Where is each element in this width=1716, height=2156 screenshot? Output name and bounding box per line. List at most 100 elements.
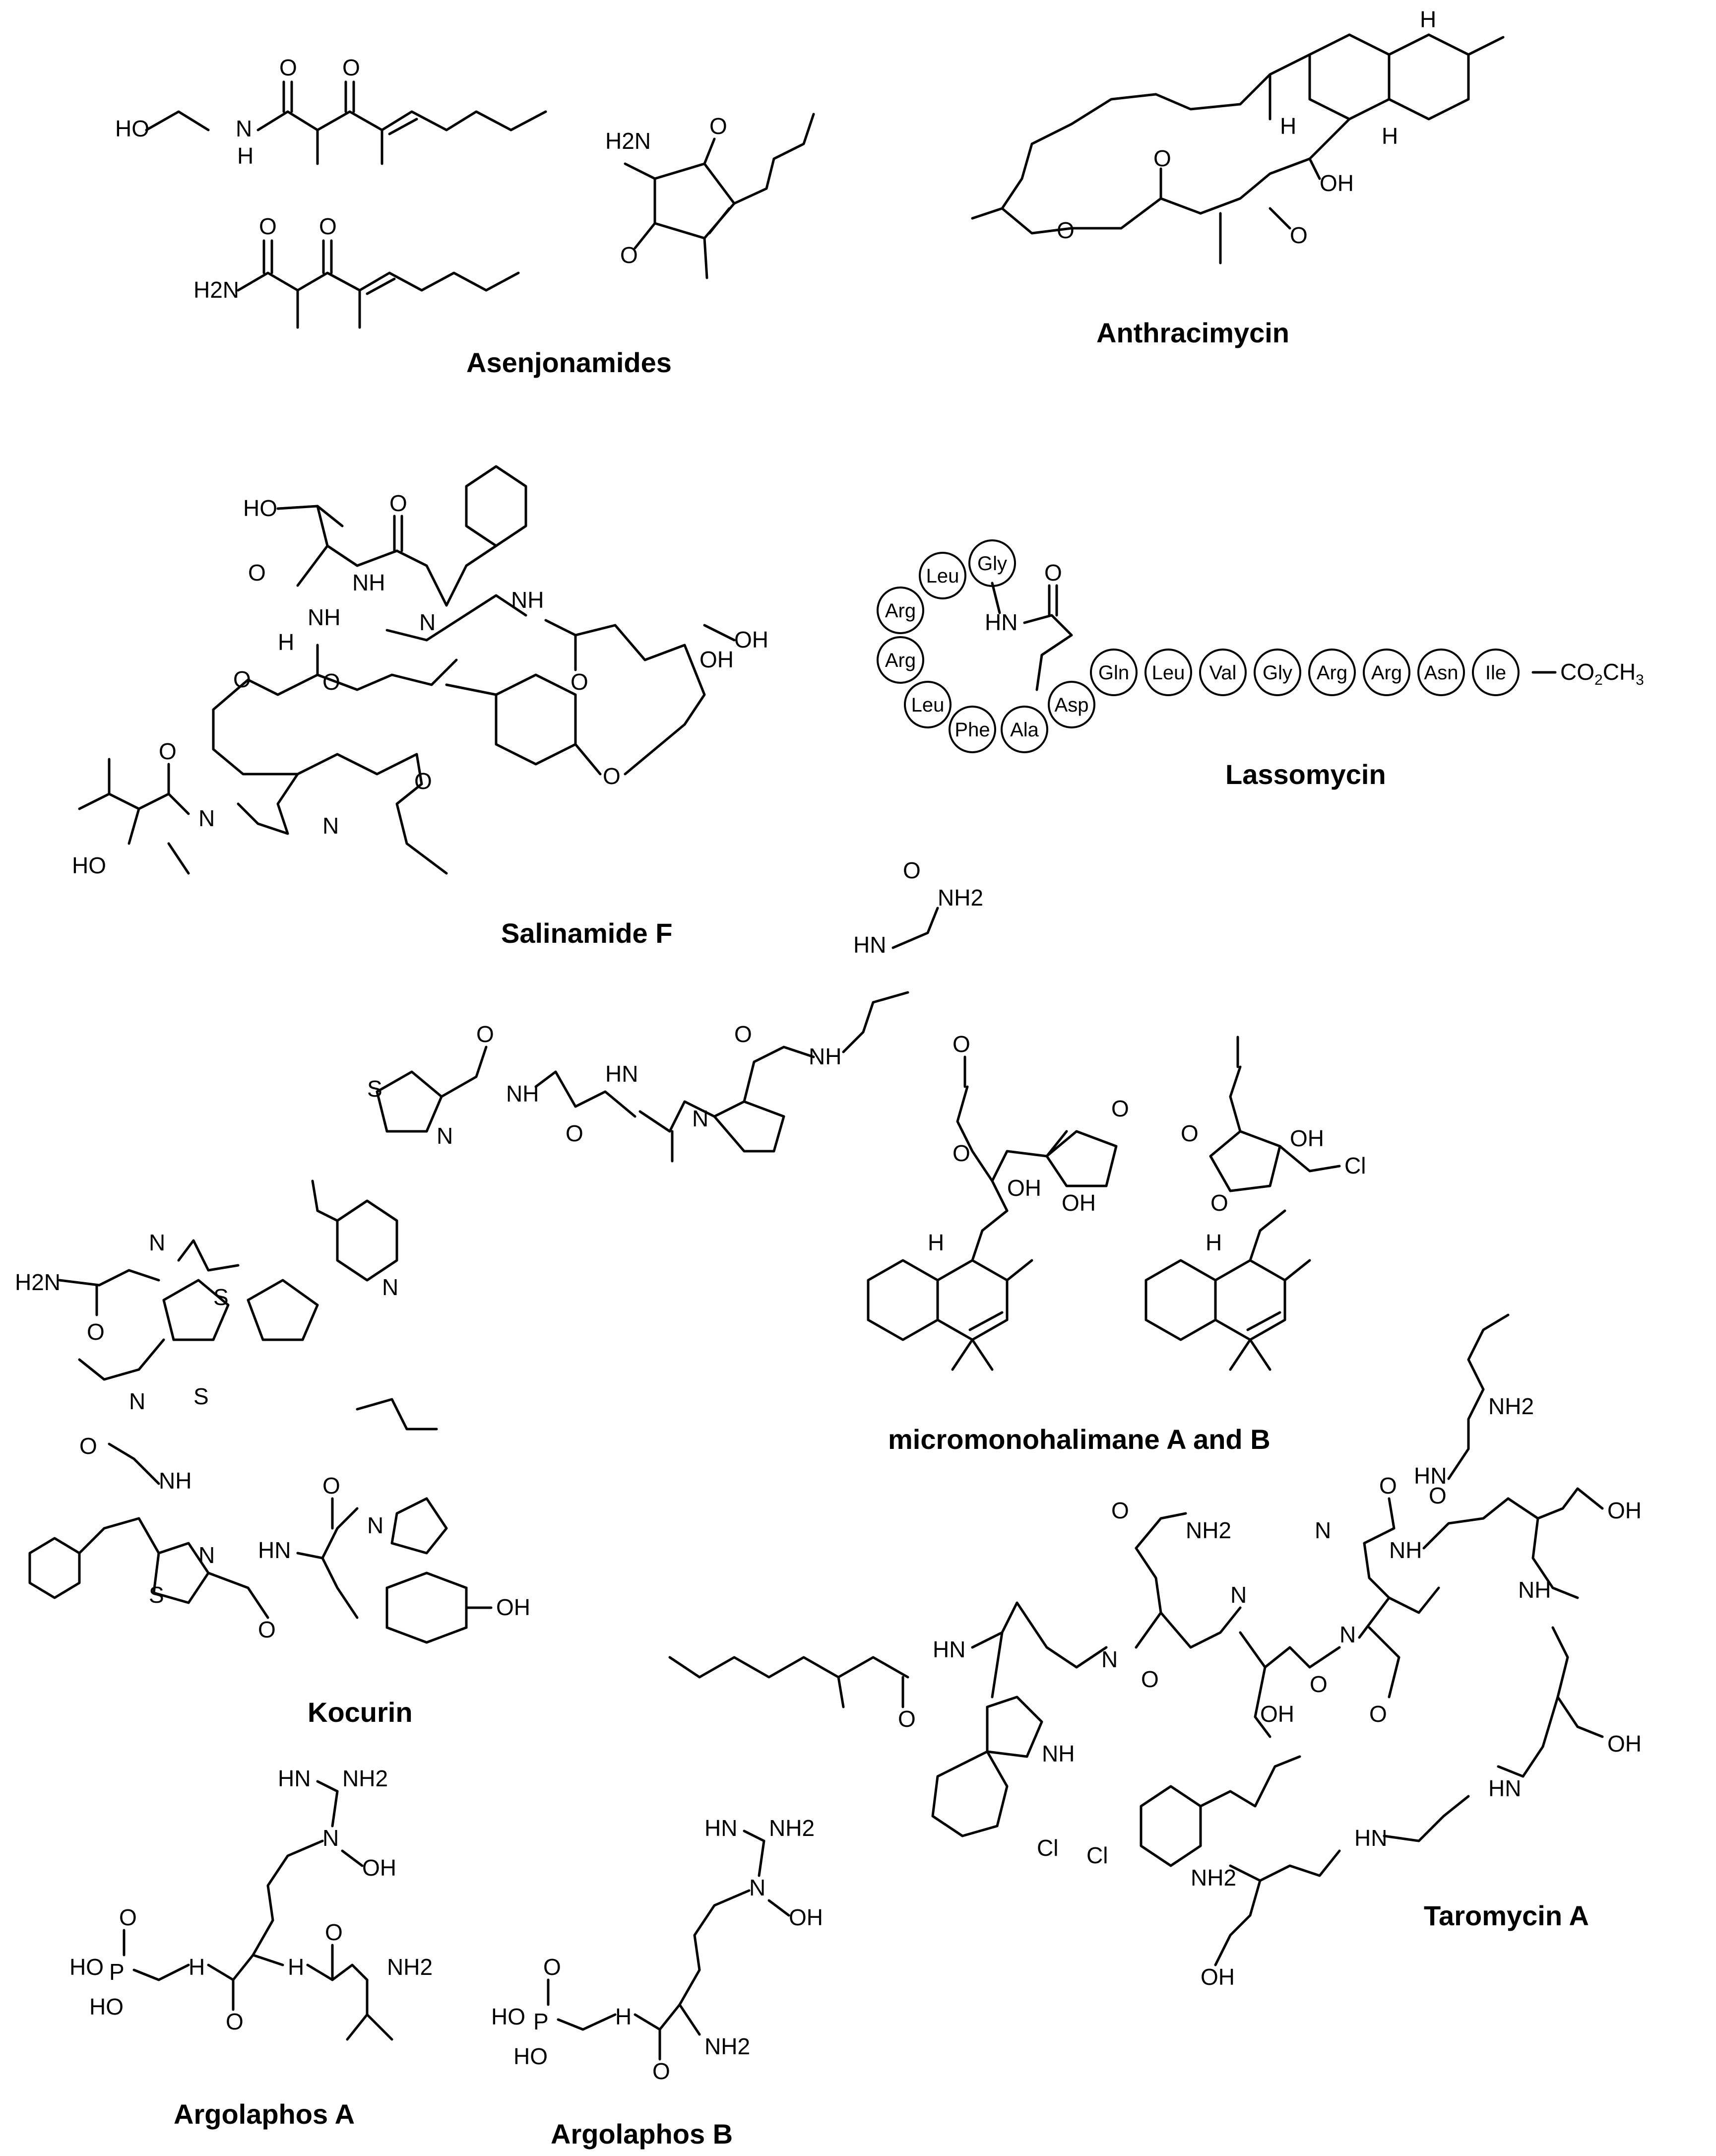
argolaphos-a-structure: HN NH2 N OH HO P O HO H O H O NH2 bbox=[69, 1765, 433, 2041]
asenjonamide-structure-3: H2N O O bbox=[605, 113, 815, 279]
atom-label: N bbox=[749, 1875, 765, 1900]
atom-label: O bbox=[258, 1617, 276, 1642]
lassomycin-tail-residue-label: Leu bbox=[1152, 662, 1185, 684]
lassomycin-tail-residue-label: Gly bbox=[1263, 662, 1292, 684]
atom-label: P bbox=[533, 2009, 549, 2034]
atom-label: HN bbox=[605, 1061, 638, 1087]
lassomycin-tail-residue-circle bbox=[1472, 649, 1520, 696]
lassomycin-ring-residue-circle bbox=[949, 706, 996, 753]
atom-label: O bbox=[709, 113, 727, 139]
lassomycin-terminal: CO2CH3 bbox=[1560, 659, 1644, 688]
lassomycin-ring-residue-label: Arg bbox=[885, 650, 916, 671]
atom-label: O bbox=[87, 1319, 105, 1345]
lassomycin-ring-residue-circle bbox=[877, 587, 924, 634]
atom-label: H bbox=[1206, 1230, 1222, 1255]
atom-label: N bbox=[367, 1512, 383, 1538]
atom-label: OH bbox=[1062, 1190, 1096, 1216]
atom-label: O bbox=[476, 1021, 494, 1047]
atom-label: O bbox=[1429, 1483, 1447, 1508]
atom-label: P bbox=[109, 1959, 125, 1985]
atom-label: HO bbox=[243, 495, 277, 521]
atom-label: S bbox=[149, 1582, 164, 1608]
atom-label: O bbox=[543, 1954, 561, 1980]
atom-label: O bbox=[620, 242, 638, 268]
atom-label: OH bbox=[1007, 1175, 1041, 1201]
caption-asenjonamides: Asenjonamides bbox=[466, 347, 672, 378]
atom-label: H bbox=[615, 2004, 632, 2029]
lassomycin-ring-residue-circle bbox=[877, 636, 924, 684]
atom-label: O bbox=[1111, 1096, 1129, 1121]
kocurin-structure: S N O NH O HN N O NH HN O NH2 N S N S N … bbox=[15, 857, 983, 1644]
atom-label: N bbox=[382, 1274, 398, 1300]
atom-label: OH bbox=[496, 1594, 530, 1620]
atom-label: Cl bbox=[1037, 1835, 1058, 1861]
atom-label: S bbox=[367, 1076, 382, 1102]
atom-label: OH bbox=[699, 647, 734, 672]
atom-label: O bbox=[1379, 1473, 1397, 1499]
atom-label: HN bbox=[258, 1537, 291, 1563]
atom-label: OH bbox=[789, 1904, 823, 1930]
atom-label: HO bbox=[72, 852, 106, 878]
atom-label: NH2 bbox=[704, 2033, 750, 2059]
atom-label: S bbox=[193, 1383, 209, 1409]
micromonohalimane-b-structure: H O O OH Cl bbox=[1144, 1036, 1366, 1371]
atom-label: N bbox=[322, 813, 339, 839]
atom-label: HN bbox=[1354, 1825, 1387, 1851]
atom-label: O bbox=[414, 768, 432, 794]
atom-label: HO bbox=[89, 1994, 124, 2020]
atom-label: O bbox=[159, 738, 177, 764]
atom-label: O bbox=[566, 1120, 583, 1146]
lassomycin-ring-residue-circle bbox=[1048, 681, 1095, 728]
atom-label: OH bbox=[1290, 1125, 1324, 1151]
atom-label: HO bbox=[115, 116, 149, 141]
caption-kocurin: Kocurin bbox=[308, 1697, 413, 1728]
lassomycin-tail-residue-label: Arg bbox=[1371, 662, 1402, 684]
atom-label: O bbox=[953, 1031, 970, 1057]
lassomycin-tail-residue-circle bbox=[1308, 649, 1356, 696]
atom-label: NH bbox=[506, 1081, 539, 1107]
atom-label: O bbox=[279, 55, 297, 80]
atom-label: O bbox=[322, 1473, 340, 1499]
atom-label: OH bbox=[1201, 1964, 1235, 1990]
atom-label: NH2 bbox=[387, 1954, 433, 1980]
atom-label: N bbox=[129, 1388, 145, 1414]
atom-label: H2N bbox=[15, 1269, 61, 1295]
caption-lassomycin: Lassomycin bbox=[1225, 759, 1386, 790]
lassomycin-ring-residue-label: Leu bbox=[926, 565, 959, 587]
atom-label: H bbox=[237, 143, 254, 169]
lassomycin-linker-o: O bbox=[1044, 560, 1062, 586]
atom-label: H bbox=[1420, 6, 1436, 32]
atom-label: Cl bbox=[1344, 1153, 1366, 1178]
atom-label: OH bbox=[1607, 1731, 1642, 1757]
lassomycin-tail-residue-circle bbox=[1144, 649, 1192, 696]
atom-label: N bbox=[149, 1230, 165, 1255]
lassomycin-ring-residue-label: Asp bbox=[1055, 694, 1089, 716]
atom-label: N bbox=[236, 116, 252, 141]
atom-label: H2N bbox=[605, 128, 651, 154]
lassomycin-ring-residue-label: Gly bbox=[977, 553, 1007, 575]
atom-label: NH2 bbox=[1488, 1393, 1534, 1419]
atom-label: OH bbox=[362, 1855, 396, 1881]
atom-label: O bbox=[1153, 145, 1171, 171]
atom-label: O bbox=[226, 2009, 244, 2034]
atom-label: NH bbox=[809, 1044, 841, 1069]
atom-label: HN bbox=[853, 932, 886, 958]
atom-label: O bbox=[1057, 217, 1075, 243]
atom-label: N bbox=[1101, 1646, 1118, 1672]
salinamide-f-structure: HO O NH O NH H O O N NH O OH OH O O N bbox=[72, 465, 768, 878]
atom-label: NH2 bbox=[769, 1815, 815, 1841]
atom-label: NH2 bbox=[342, 1765, 388, 1791]
atom-label: N bbox=[198, 805, 215, 831]
lassomycin-ring-residue-circle bbox=[1001, 706, 1048, 753]
atom-label: NH bbox=[511, 587, 544, 613]
atom-label: NH bbox=[159, 1468, 191, 1494]
atom-label: O bbox=[603, 763, 621, 789]
atom-label: O bbox=[79, 1433, 97, 1459]
atom-label: O bbox=[953, 1140, 970, 1166]
atom-label: O bbox=[903, 857, 921, 883]
atom-label: N bbox=[1339, 1622, 1356, 1647]
atom-label: H bbox=[1280, 113, 1296, 139]
atom-label: O bbox=[571, 669, 588, 695]
lassomycin-tail-residue-label: Ile bbox=[1485, 662, 1506, 684]
